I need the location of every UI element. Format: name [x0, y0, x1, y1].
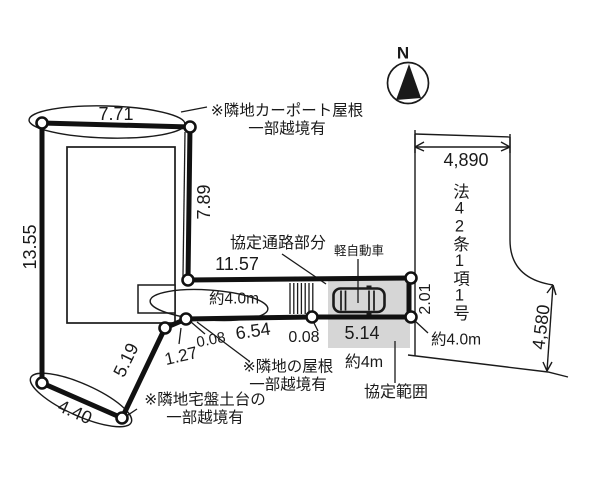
note-carport-line1: ※隣地カーポート屋根 [210, 102, 364, 120]
dim-passage-bottom: 6.54 [234, 318, 272, 344]
dim-agreement-bottom: 5.14 [344, 323, 380, 343]
note-carport-line2: 一部越境有 [248, 121, 326, 138]
dim-top-edge: 7.71 [98, 104, 134, 124]
label-agreement-area: 協定範囲 [363, 384, 429, 401]
dim-upper-right-edge: 7.89 [194, 184, 214, 220]
north-label: N [396, 43, 410, 63]
building-outline [66, 146, 176, 324]
label-passage: 協定通路部分 [229, 235, 327, 252]
note-roof-line2: 一部越境有 [249, 377, 327, 394]
boundary-vertices [35, 116, 418, 425]
car-icon [332, 285, 386, 315]
dimension-4890 [414, 130, 511, 153]
approx-agreement-width: 約4m [344, 354, 384, 371]
label-road-law: 法42条1項1号 [450, 183, 469, 321]
dim-road-top-width: 4,890 [443, 150, 489, 170]
compass-icon [386, 61, 430, 105]
dim-passage-top: 11.57 [215, 254, 259, 274]
note-roof-line1: ※隣地の屋根 [242, 358, 334, 376]
note-foundation-line1: ※隣地宅盤土台の [144, 391, 266, 409]
note-foundation: ※隣地宅盤土台の 一部越境有 [144, 392, 266, 429]
approx-passage-west: 約4.0m [209, 290, 259, 308]
note-roof: ※隣地の屋根 一部越境有 [243, 359, 334, 396]
dim-left-edge: 13.55 [20, 224, 40, 270]
carport-edge-line [182, 131, 186, 277]
dimension-4580 [542, 284, 557, 372]
approx-road-width: 約4.0m [431, 331, 481, 349]
dim-frontage: 2.01 [417, 283, 434, 315]
note-carport: ※隣地カーポート屋根 一部越境有 [211, 103, 364, 140]
passage-hatch [289, 283, 314, 314]
label-light-car: 軽自動車 [333, 243, 385, 258]
note-foundation-line2: 一部越境有 [166, 410, 244, 427]
dim-offset-east: 0.08 [288, 329, 320, 346]
